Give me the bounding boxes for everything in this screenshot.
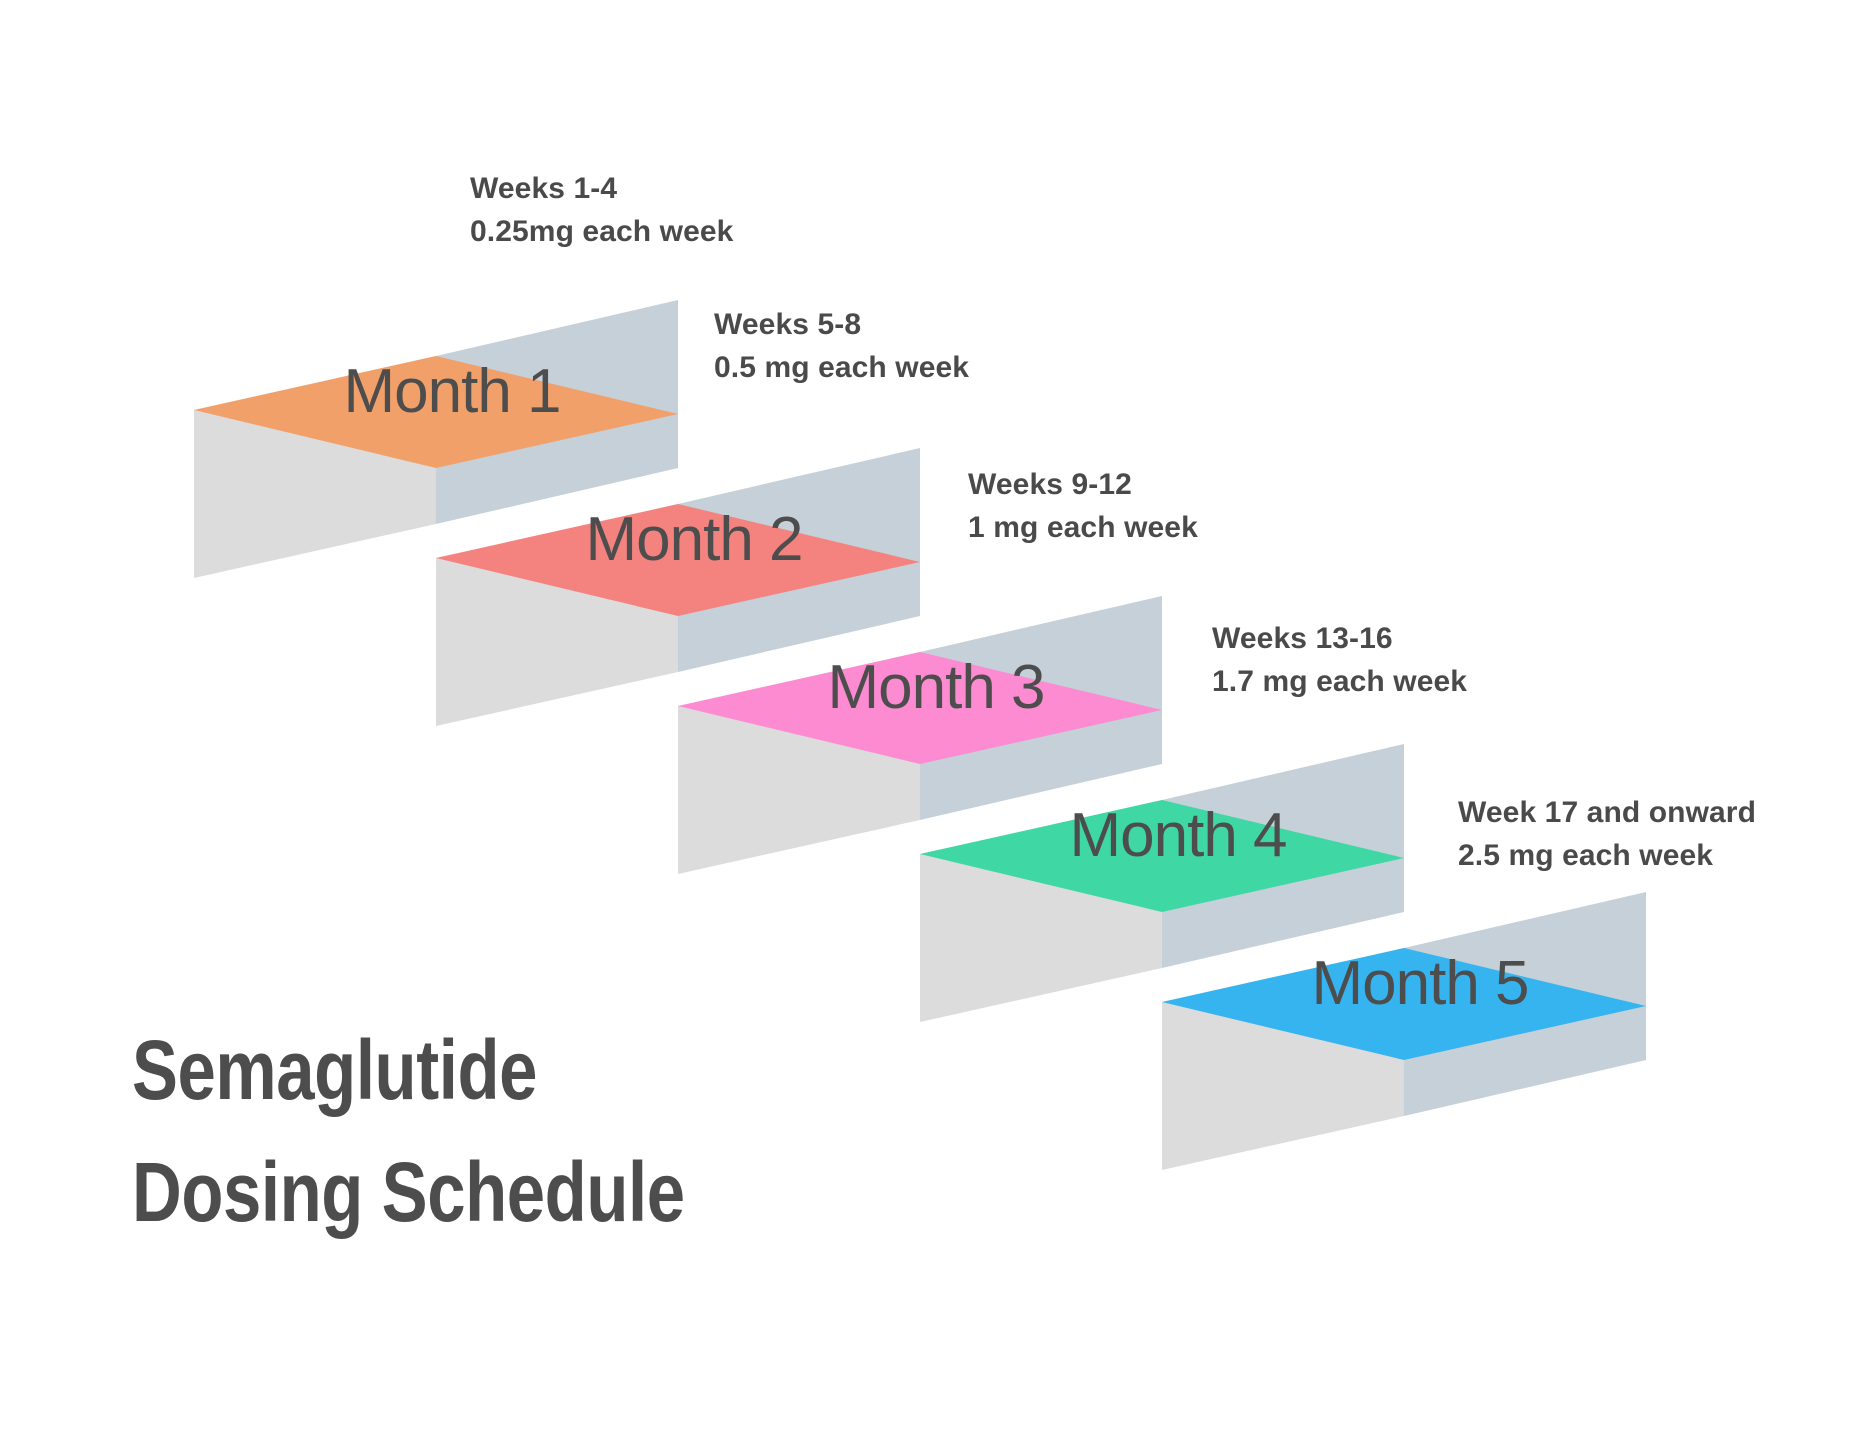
- callout-month-2: Weeks 5-8 0.5 mg each week: [714, 304, 969, 389]
- callout-4-weeks: Weeks 13-16: [1212, 622, 1393, 655]
- step-4-label: Month 4: [1069, 801, 1286, 870]
- step-3-label: Month 3: [827, 653, 1044, 722]
- callout-2-weeks: Weeks 5-8: [714, 308, 862, 341]
- callout-month-5: Week 17 and onward 2.5 mg each week: [1458, 792, 1756, 877]
- step-month-4[interactable]: Month 4: [920, 744, 1404, 1022]
- callout-month-4: Weeks 13-16 1.7 mg each week: [1212, 618, 1467, 703]
- callout-3-weeks: Weeks 9-12: [968, 468, 1132, 501]
- step-month-2[interactable]: Month 2: [436, 448, 920, 726]
- step-3-top-face: [678, 652, 1162, 764]
- callout-month-3: Weeks 9-12 1 mg each week: [968, 464, 1198, 549]
- step-2-label: Month 2: [585, 505, 802, 574]
- page-title: Semaglutide Dosing Schedule: [132, 1010, 685, 1254]
- callout-5-weeks: Week 17 and onward: [1458, 796, 1757, 829]
- callout-month-1: Weeks 1-4 0.25mg each week: [470, 168, 733, 253]
- title-line-2: Dosing Schedule: [132, 1144, 685, 1239]
- step-2-top-face: [436, 504, 920, 616]
- step-1-top-face: [194, 356, 678, 468]
- step-month-1[interactable]: Month 1: [194, 300, 678, 578]
- callout-1-weeks: Weeks 1-4: [470, 172, 618, 205]
- callout-4-dose: 1.7 mg each week: [1212, 664, 1468, 698]
- step-4-top-face: [920, 800, 1404, 912]
- step-month-3[interactable]: Month 3: [678, 596, 1162, 874]
- step-month-5[interactable]: Month 5: [1162, 892, 1646, 1170]
- step-5-label: Month 5: [1311, 949, 1528, 1018]
- callout-2-dose: 0.5 mg each week: [714, 350, 970, 384]
- callout-5-dose: 2.5 mg each week: [1458, 838, 1714, 872]
- callout-3-dose: 1 mg each week: [968, 510, 1198, 544]
- step-5-top-face: [1162, 948, 1646, 1060]
- callout-1-dose: 0.25mg each week: [470, 214, 734, 248]
- step-1-label: Month 1: [343, 357, 560, 426]
- title-line-1: Semaglutide: [132, 1023, 538, 1117]
